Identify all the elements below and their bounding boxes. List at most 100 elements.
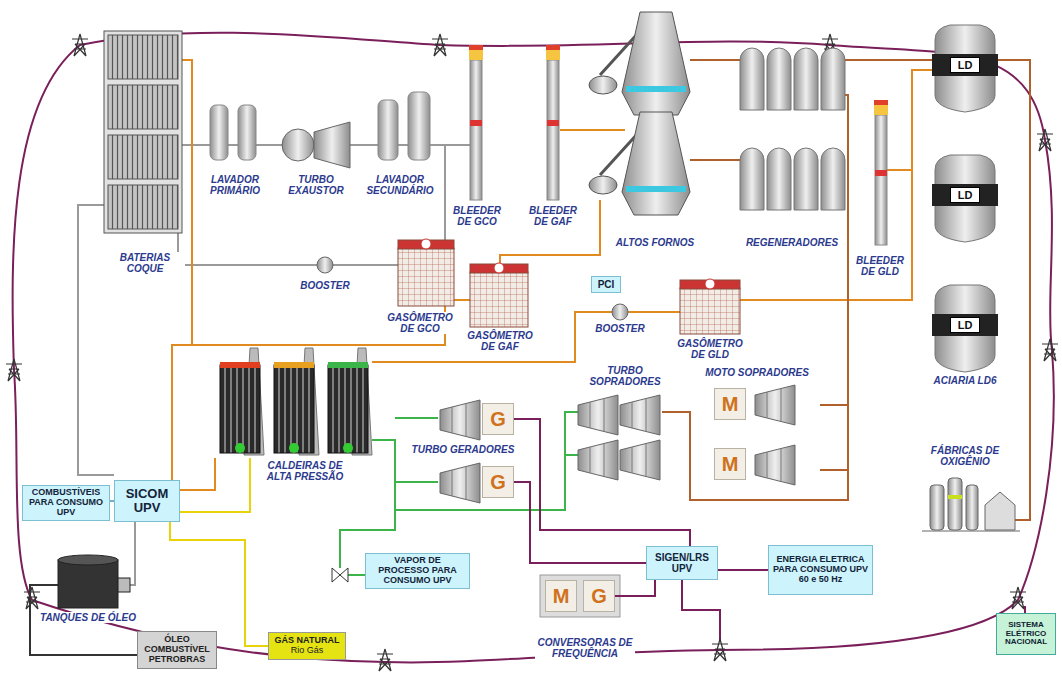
oxygen-plant — [922, 531, 1020, 532]
gas-pipes — [340, 412, 578, 575]
equipment-label: LAVADOR SECUNDÁRIO — [360, 174, 440, 196]
steam-valve — [332, 568, 348, 582]
steam-valve — [332, 568, 340, 582]
oxygen-plant — [948, 495, 962, 499]
boiler — [328, 365, 368, 453]
gas-pipes — [78, 145, 470, 585]
oil-tank — [58, 555, 130, 608]
gasholder — [705, 279, 715, 289]
box-text: PCI — [598, 279, 615, 290]
connector-line — [514, 482, 646, 563]
bleeder-stack — [874, 100, 888, 105]
boiler — [274, 365, 314, 453]
regenerator — [794, 148, 818, 210]
equipment-label: LAVADOR PRIMÁRIO — [200, 174, 270, 196]
coke-battery — [104, 31, 182, 233]
transmission-tower — [712, 639, 728, 661]
bleeder-stack — [547, 120, 559, 126]
equipment-label: CALDEIRAS DE ALTA PRESSÃO — [260, 460, 350, 482]
equipment-box: ÓLEO COMBUSTÍVEL PETROBRAS — [137, 631, 217, 669]
boiler — [235, 443, 245, 453]
equipment-label: BATERIAS COQUE — [105, 252, 185, 274]
gas-pipes — [180, 458, 250, 512]
transmission-tower — [1037, 129, 1053, 151]
turbine — [578, 395, 618, 435]
equipment-box: G — [482, 466, 514, 498]
regenerator — [794, 48, 818, 110]
gasholder — [494, 263, 504, 273]
equipment-label: BOOSTER — [290, 280, 360, 291]
bleeder-stack — [874, 100, 888, 115]
boiler — [220, 348, 372, 455]
box-text: SIGEN/LRS UPV — [650, 552, 714, 574]
equipment-box: ENERGIA ELETRICA PARA CONSUMO UPV 60 e 5… — [768, 545, 873, 595]
equipment-label: TURBO SOPRADORES — [585, 365, 665, 387]
bleeder-stack — [875, 170, 887, 176]
bleeder-stack — [470, 60, 482, 200]
blast-furnace — [622, 12, 690, 115]
steam-valve — [340, 568, 348, 582]
turbo-exhauster — [282, 129, 314, 161]
transmission-tower — [24, 587, 40, 609]
bleeder-stack — [469, 45, 483, 60]
turbine — [578, 440, 618, 480]
box-text: G — [591, 585, 607, 607]
equipment-label: TANQUES DE ÓLEO — [38, 612, 138, 623]
gasholder — [470, 264, 528, 273]
bleeder-stack — [469, 45, 483, 50]
coke-battery — [108, 35, 178, 79]
equipment-label: MOTO SOPRADORES — [697, 367, 817, 378]
oil-tank — [118, 578, 130, 592]
regenerator — [740, 148, 764, 210]
connector-line — [615, 580, 655, 596]
bleeder-stack — [546, 45, 560, 60]
equipment-label: ACIARIA LD6 — [915, 375, 1015, 386]
equipment-box: M — [714, 388, 746, 420]
equipment-label: BOOSTER — [585, 323, 655, 334]
box-text: ENERGIA ELETRICA PARA CONSUMO UPV 60 e 5… — [772, 555, 869, 585]
blast-furnace — [626, 186, 686, 192]
gas-washer — [408, 92, 430, 160]
equipment-label: BLEEDER DE GAF — [526, 205, 581, 227]
equipment-box: VAPOR DE PROCESSO PARA CONSUMO UPV — [365, 553, 470, 589]
equipment-label: TURBO EXAUSTOR — [286, 174, 346, 196]
equipment-label: REGENERADORES — [742, 237, 842, 248]
blast-furnace — [589, 176, 617, 194]
box-text: GÁS NATURAL — [275, 636, 340, 646]
equipment-label: GASÔMETRO DE GAF — [460, 330, 540, 352]
box-text: COMBUSTÍVEIS PARA CONSUMO UPV — [26, 488, 106, 518]
turbine — [620, 440, 660, 480]
gasholder — [398, 248, 454, 306]
equipment-box: GÁS NATURALRio Gás — [268, 632, 346, 660]
blast-furnace — [626, 86, 686, 92]
transmission-tower — [72, 34, 88, 56]
blast-furnace — [589, 12, 690, 215]
gasholder — [470, 272, 528, 327]
regenerator — [767, 148, 791, 210]
turbo-exhauster — [314, 122, 350, 168]
coke-battery — [104, 31, 182, 233]
equipment-box: G — [583, 580, 615, 612]
box-text: ÓLEO COMBUSTÍVEL PETROBRAS — [141, 635, 213, 665]
equipment-label: CONVERSORAS DE FREQUÊNCIA — [535, 637, 635, 659]
oil-tank — [58, 560, 118, 608]
oil-tank — [58, 555, 118, 565]
converter-vessel — [932, 25, 998, 372]
connector-line — [170, 522, 268, 646]
oxygen-plant — [948, 478, 962, 530]
coke-battery — [108, 85, 178, 129]
oxygen-plant — [930, 485, 944, 530]
oxygen-plant — [966, 485, 978, 530]
equipment-box: LD — [950, 57, 980, 73]
equipment-box: PCI — [591, 276, 621, 293]
equipment-box: M — [714, 448, 746, 480]
box-text: Rio Gás — [291, 646, 324, 656]
equipment-box: LD — [950, 187, 980, 203]
box-text: VAPOR DE PROCESSO PARA CONSUMO UPV — [369, 556, 466, 586]
bleeder-stack — [470, 120, 482, 126]
gasholder — [421, 239, 431, 249]
turbo-exhauster — [282, 122, 350, 168]
equipment-label: ALTOS FORNOS — [605, 237, 705, 248]
transmission-tower — [6, 359, 22, 381]
